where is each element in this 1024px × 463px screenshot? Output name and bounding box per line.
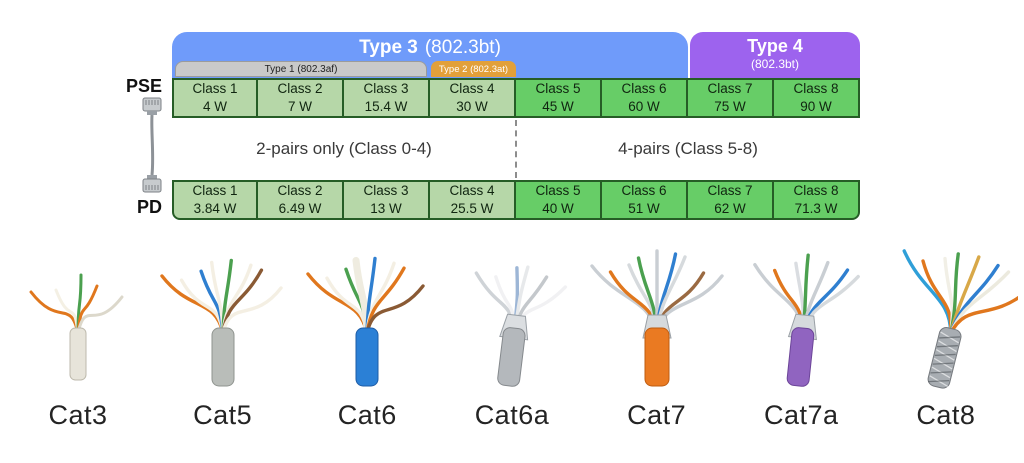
type3-name: Type 3	[359, 37, 418, 58]
type2-label: Type 2 (802.3at)	[438, 63, 509, 75]
class-watts: 62 W	[714, 201, 746, 216]
cat7-cable-illustration	[589, 249, 724, 387]
cat6a-cable-illustration	[474, 265, 567, 387]
pd-class1-cell: Class 1 3.84 W	[172, 180, 258, 220]
class-label: Class 6	[621, 183, 667, 199]
pse-class7-cell: Class 7 75 W	[688, 78, 774, 118]
cable-item-cat5: Cat5	[151, 232, 295, 431]
pd-class7-cell: Class 7 62 W	[688, 180, 774, 220]
pd-class4-cell: Class 4 25.5 W	[430, 180, 516, 220]
pse-class4-cell: Class 4 30 W	[430, 78, 516, 118]
class-watts: 40 W	[542, 201, 574, 216]
class-watts: 15.4 W	[364, 99, 408, 114]
pse-class5-cell: Class 5 45 W	[516, 78, 602, 118]
cat8-cable-illustration	[902, 249, 1018, 389]
pse-row: Class 1 4 W Class 2 7 W Class 3 15.4 W C…	[172, 78, 860, 118]
class-label: Class 3	[363, 81, 409, 97]
class-label: Class 5	[535, 81, 581, 97]
ethernet-patch-cable-icon	[142, 97, 162, 193]
type1-label: Type 1 (802.3af)	[264, 63, 338, 75]
cat3-cable-illustration	[29, 273, 124, 381]
pairs-2-label: 2-pairs only (Class 0-4)	[256, 139, 432, 158]
class-label: Class 6	[621, 81, 667, 97]
class-watts: 30 W	[456, 99, 488, 114]
class-watts: 4 W	[202, 99, 227, 114]
cable-item-cat7a: Cat7a	[729, 232, 873, 431]
class-label: Class 4	[449, 81, 495, 97]
class-watts: 60 W	[628, 99, 660, 114]
type4-standard: (802.3bt)	[750, 56, 800, 71]
cable-item-cat6: Cat6	[295, 232, 439, 431]
class-watts: 6.49 W	[278, 201, 322, 216]
class-watts: 13 W	[370, 201, 402, 216]
class-label: Class 8	[793, 81, 839, 97]
cable-item-cat8: Cat8	[874, 232, 1018, 431]
class-watts: 51 W	[628, 201, 660, 216]
class-label: Class 7	[707, 183, 753, 199]
poe-power-table: Type 3 (802.3bt) Type 4 (802.3bt) Type 1…	[172, 32, 860, 220]
cables-section: Cat3 Cat5 Cat6 Cat6a Cat7 Cat7a Cat8	[0, 232, 1024, 431]
class-label: Class 7	[707, 81, 753, 97]
pd-class3-cell: Class 3 13 W	[344, 180, 430, 220]
pd-class8-cell: Class 8 71.3 W	[774, 180, 860, 220]
class-watts: 71.3 W	[794, 201, 838, 216]
pse-class6-cell: Class 6 60 W	[602, 78, 688, 118]
cable-item-cat6a: Cat6a	[440, 232, 584, 431]
class-label: Class 8	[793, 183, 839, 199]
type3-standard: (802.3bt)	[424, 37, 501, 58]
cable-label: Cat7	[627, 400, 687, 430]
class-label: Class 3	[363, 183, 409, 199]
pd-label: PD	[136, 197, 162, 217]
cable-label: Cat3	[48, 400, 108, 430]
cable-label: Cat5	[193, 400, 253, 430]
pse-class3-cell: Class 3 15.4 W	[344, 78, 430, 118]
pd-class6-cell: Class 6 51 W	[602, 180, 688, 220]
pse-label: PSE	[125, 76, 162, 96]
class-label: Class 1	[192, 183, 238, 199]
type4-header: Type 4 (802.3bt)	[690, 32, 860, 78]
cable-label: Cat7a	[764, 400, 839, 430]
cable-item-cat3: Cat3	[6, 232, 150, 431]
cable-label: Cat6a	[474, 400, 550, 430]
pairs-divider-line	[515, 120, 517, 178]
class-label: Class 4	[449, 183, 495, 199]
class-label: Class 5	[535, 183, 581, 199]
class-watts: 75 W	[714, 99, 746, 114]
cable-item-cat7: Cat7	[585, 232, 729, 431]
pd-row: Class 1 3.84 W Class 2 6.49 W Class 3 13…	[172, 180, 860, 220]
type2-bar: Type 2 (802.3at)	[431, 61, 516, 77]
class-watts: 7 W	[287, 99, 312, 114]
pd-class2-cell: Class 2 6.49 W	[258, 180, 344, 220]
class-watts: 45 W	[542, 99, 574, 114]
class-watts: 3.84 W	[193, 201, 237, 216]
class-label: Class 2	[277, 183, 323, 199]
cat7a-cable-illustration	[753, 253, 861, 387]
class-label: Class 1	[192, 81, 238, 97]
cat5-cable-illustration	[159, 258, 283, 387]
class-watts: 25.5 W	[450, 201, 494, 216]
pse-class8-cell: Class 8 90 W	[774, 78, 860, 118]
cable-label: Cat6	[337, 400, 397, 430]
class-label: Class 2	[277, 81, 323, 97]
pd-class5-cell: Class 5 40 W	[516, 180, 602, 220]
type1-bar: Type 1 (802.3af)	[175, 61, 427, 77]
pse-class1-cell: Class 1 4 W	[172, 78, 258, 118]
pse-class2-cell: Class 2 7 W	[258, 78, 344, 118]
type4-name: Type 4	[747, 36, 803, 56]
cat6-cable-illustration	[306, 256, 426, 387]
pairs-4-label: 4-pairs (Class 5-8)	[618, 139, 758, 158]
class-watts: 90 W	[800, 99, 832, 114]
cable-label: Cat8	[916, 400, 976, 430]
